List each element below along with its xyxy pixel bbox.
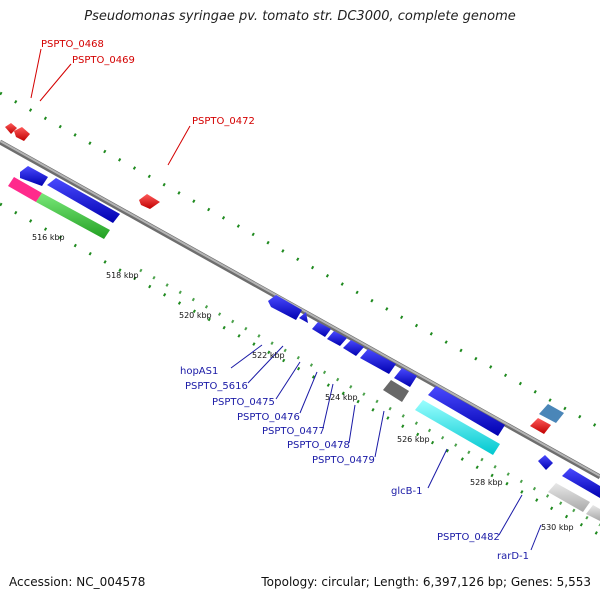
gene-blue-left-small[interactable] bbox=[20, 166, 48, 186]
gene-label[interactable]: PSPTO_0472 bbox=[192, 116, 255, 127]
gene-pspto-0468[interactable] bbox=[5, 123, 17, 134]
topology-text: Topology: circular; Length: 6,397,126 bp… bbox=[261, 575, 591, 589]
accession-text: Accession: NC_004578 bbox=[9, 575, 146, 589]
kbp-label: 526 kbp bbox=[397, 435, 430, 444]
gene-pspto-0476[interactable] bbox=[327, 331, 347, 346]
kbp-label: 516 kbp bbox=[32, 233, 65, 242]
gene-pspto-0479[interactable] bbox=[394, 368, 417, 387]
gene-label[interactable]: PSPTO_0478 bbox=[287, 440, 350, 451]
gene-pspto-0475[interactable] bbox=[312, 322, 331, 337]
kbp-label: 528 kbp bbox=[470, 478, 503, 487]
gene-pspto-0472[interactable] bbox=[139, 194, 160, 209]
gene-label[interactable]: PSPTO_0482 bbox=[437, 532, 500, 543]
gene-label[interactable]: PSPTO_0476 bbox=[237, 412, 300, 423]
gene-light-gray-edge[interactable] bbox=[586, 505, 600, 521]
gene-steel-right[interactable] bbox=[539, 404, 564, 423]
gene-blue-far-right[interactable] bbox=[562, 468, 600, 498]
leader-lines bbox=[30, 48, 542, 551]
gene-label[interactable]: PSPTO_0469 bbox=[72, 55, 135, 66]
kbp-label: 530 kbp bbox=[541, 523, 574, 532]
kbp-label: 522 kbp bbox=[252, 351, 285, 360]
gene-label[interactable]: PSPTO_0479 bbox=[312, 455, 375, 466]
gene-label[interactable]: PSPTO_0475 bbox=[212, 397, 275, 408]
tick-track-outer bbox=[0, 91, 600, 430]
map-title: Pseudomonas syringae pv. tomato str. DC3… bbox=[84, 9, 516, 24]
gene-label[interactable]: PSPTO_5616 bbox=[185, 381, 248, 392]
gene-label[interactable]: PSPTO_0477 bbox=[262, 426, 325, 437]
gene-pspto-0477[interactable] bbox=[343, 340, 364, 356]
tick-track-bottom bbox=[139, 268, 600, 527]
kbp-label: 524 kbp bbox=[325, 393, 358, 402]
gene-label[interactable]: PSPTO_0468 bbox=[41, 39, 104, 50]
gene-pspto-5616[interactable] bbox=[299, 312, 308, 323]
gene-light-gray[interactable] bbox=[548, 483, 590, 512]
gene-label[interactable]: rarD-1 bbox=[497, 551, 529, 562]
gene-pspto-0478[interactable] bbox=[360, 349, 396, 374]
gene-label[interactable]: hopAS1 bbox=[180, 366, 218, 377]
tick-track-inner bbox=[0, 202, 600, 537]
gene-pspto-0482[interactable] bbox=[538, 455, 553, 470]
gene-hopas1[interactable] bbox=[268, 295, 302, 320]
kbp-label: 520 kbp bbox=[179, 311, 212, 320]
gene-pspto-0469[interactable] bbox=[14, 127, 30, 141]
kbp-label: 518 kbp bbox=[106, 271, 139, 280]
gene-blue-left-long[interactable] bbox=[47, 178, 120, 223]
gene-gray-mid[interactable] bbox=[383, 380, 409, 402]
gene-glcb-1[interactable] bbox=[428, 386, 505, 436]
gene-green-left[interactable] bbox=[36, 193, 110, 239]
gene-red-right[interactable] bbox=[530, 418, 551, 434]
gene-cyan[interactable] bbox=[415, 400, 500, 455]
gene-label[interactable]: glcB-1 bbox=[391, 486, 422, 497]
gene-magenta-left[interactable] bbox=[8, 177, 42, 202]
